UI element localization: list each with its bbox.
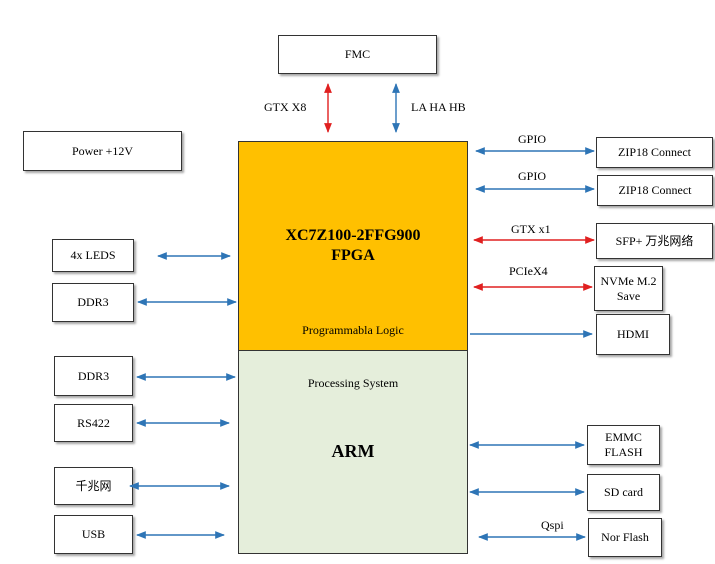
emmc-flash-block: EMMC FLASH (587, 425, 660, 465)
zip18-connect-1-block: ZIP18 Connect (596, 137, 713, 168)
nvme-line1: NVMe M.2 (600, 273, 657, 288)
usb-block: USB (54, 515, 133, 554)
la-ha-hb-label: LA HA HB (411, 100, 466, 114)
gpio-1-label: GPIO (518, 132, 547, 146)
leds-block: 4x LEDS (52, 239, 134, 272)
rs422-block: RS422 (54, 404, 133, 442)
ddr3-pl-block: DDR3 (52, 283, 134, 322)
ps-section-label: Processing System (307, 376, 399, 390)
nor-flash-block: Nor Flash (588, 518, 662, 557)
processing-system-block (238, 351, 468, 554)
arm-title: ARM (331, 441, 375, 461)
gtx-x1-label: GTX x1 (511, 222, 551, 236)
fpga-title-line2: FPGA (331, 247, 375, 264)
fmc-block: FMC (278, 35, 437, 74)
sfp-block: SFP+ 万兆网络 (596, 223, 713, 259)
sd-card-block: SD card (587, 474, 660, 511)
emmc-line2: FLASH (604, 445, 643, 459)
nvme-block: NVMe M.2 Save (594, 266, 663, 311)
zip18-connect-2-block: ZIP18 Connect (597, 175, 713, 206)
nvme-line2: Save (616, 288, 641, 303)
ddr3-ps-block: DDR3 (54, 356, 133, 396)
hdmi-block: HDMI (596, 314, 670, 355)
fpga-title: XC7Z100-2FFG900 FPGA (238, 226, 468, 266)
pl-section-label: Programmabla Logic (302, 323, 404, 337)
gpio-2-label: GPIO (518, 169, 547, 183)
fpga-title-line1: XC7Z100-2FFG900 (285, 227, 421, 244)
fpga-programmable-logic-block (238, 141, 468, 351)
emmc-line1: EMMC (605, 430, 642, 444)
power-block: Power +12V (23, 131, 182, 171)
pcie-x4-label: PCIeX4 (509, 264, 548, 278)
qspi-label: Qspi (541, 518, 564, 532)
gtx-x8-label: GTX X8 (264, 100, 307, 114)
